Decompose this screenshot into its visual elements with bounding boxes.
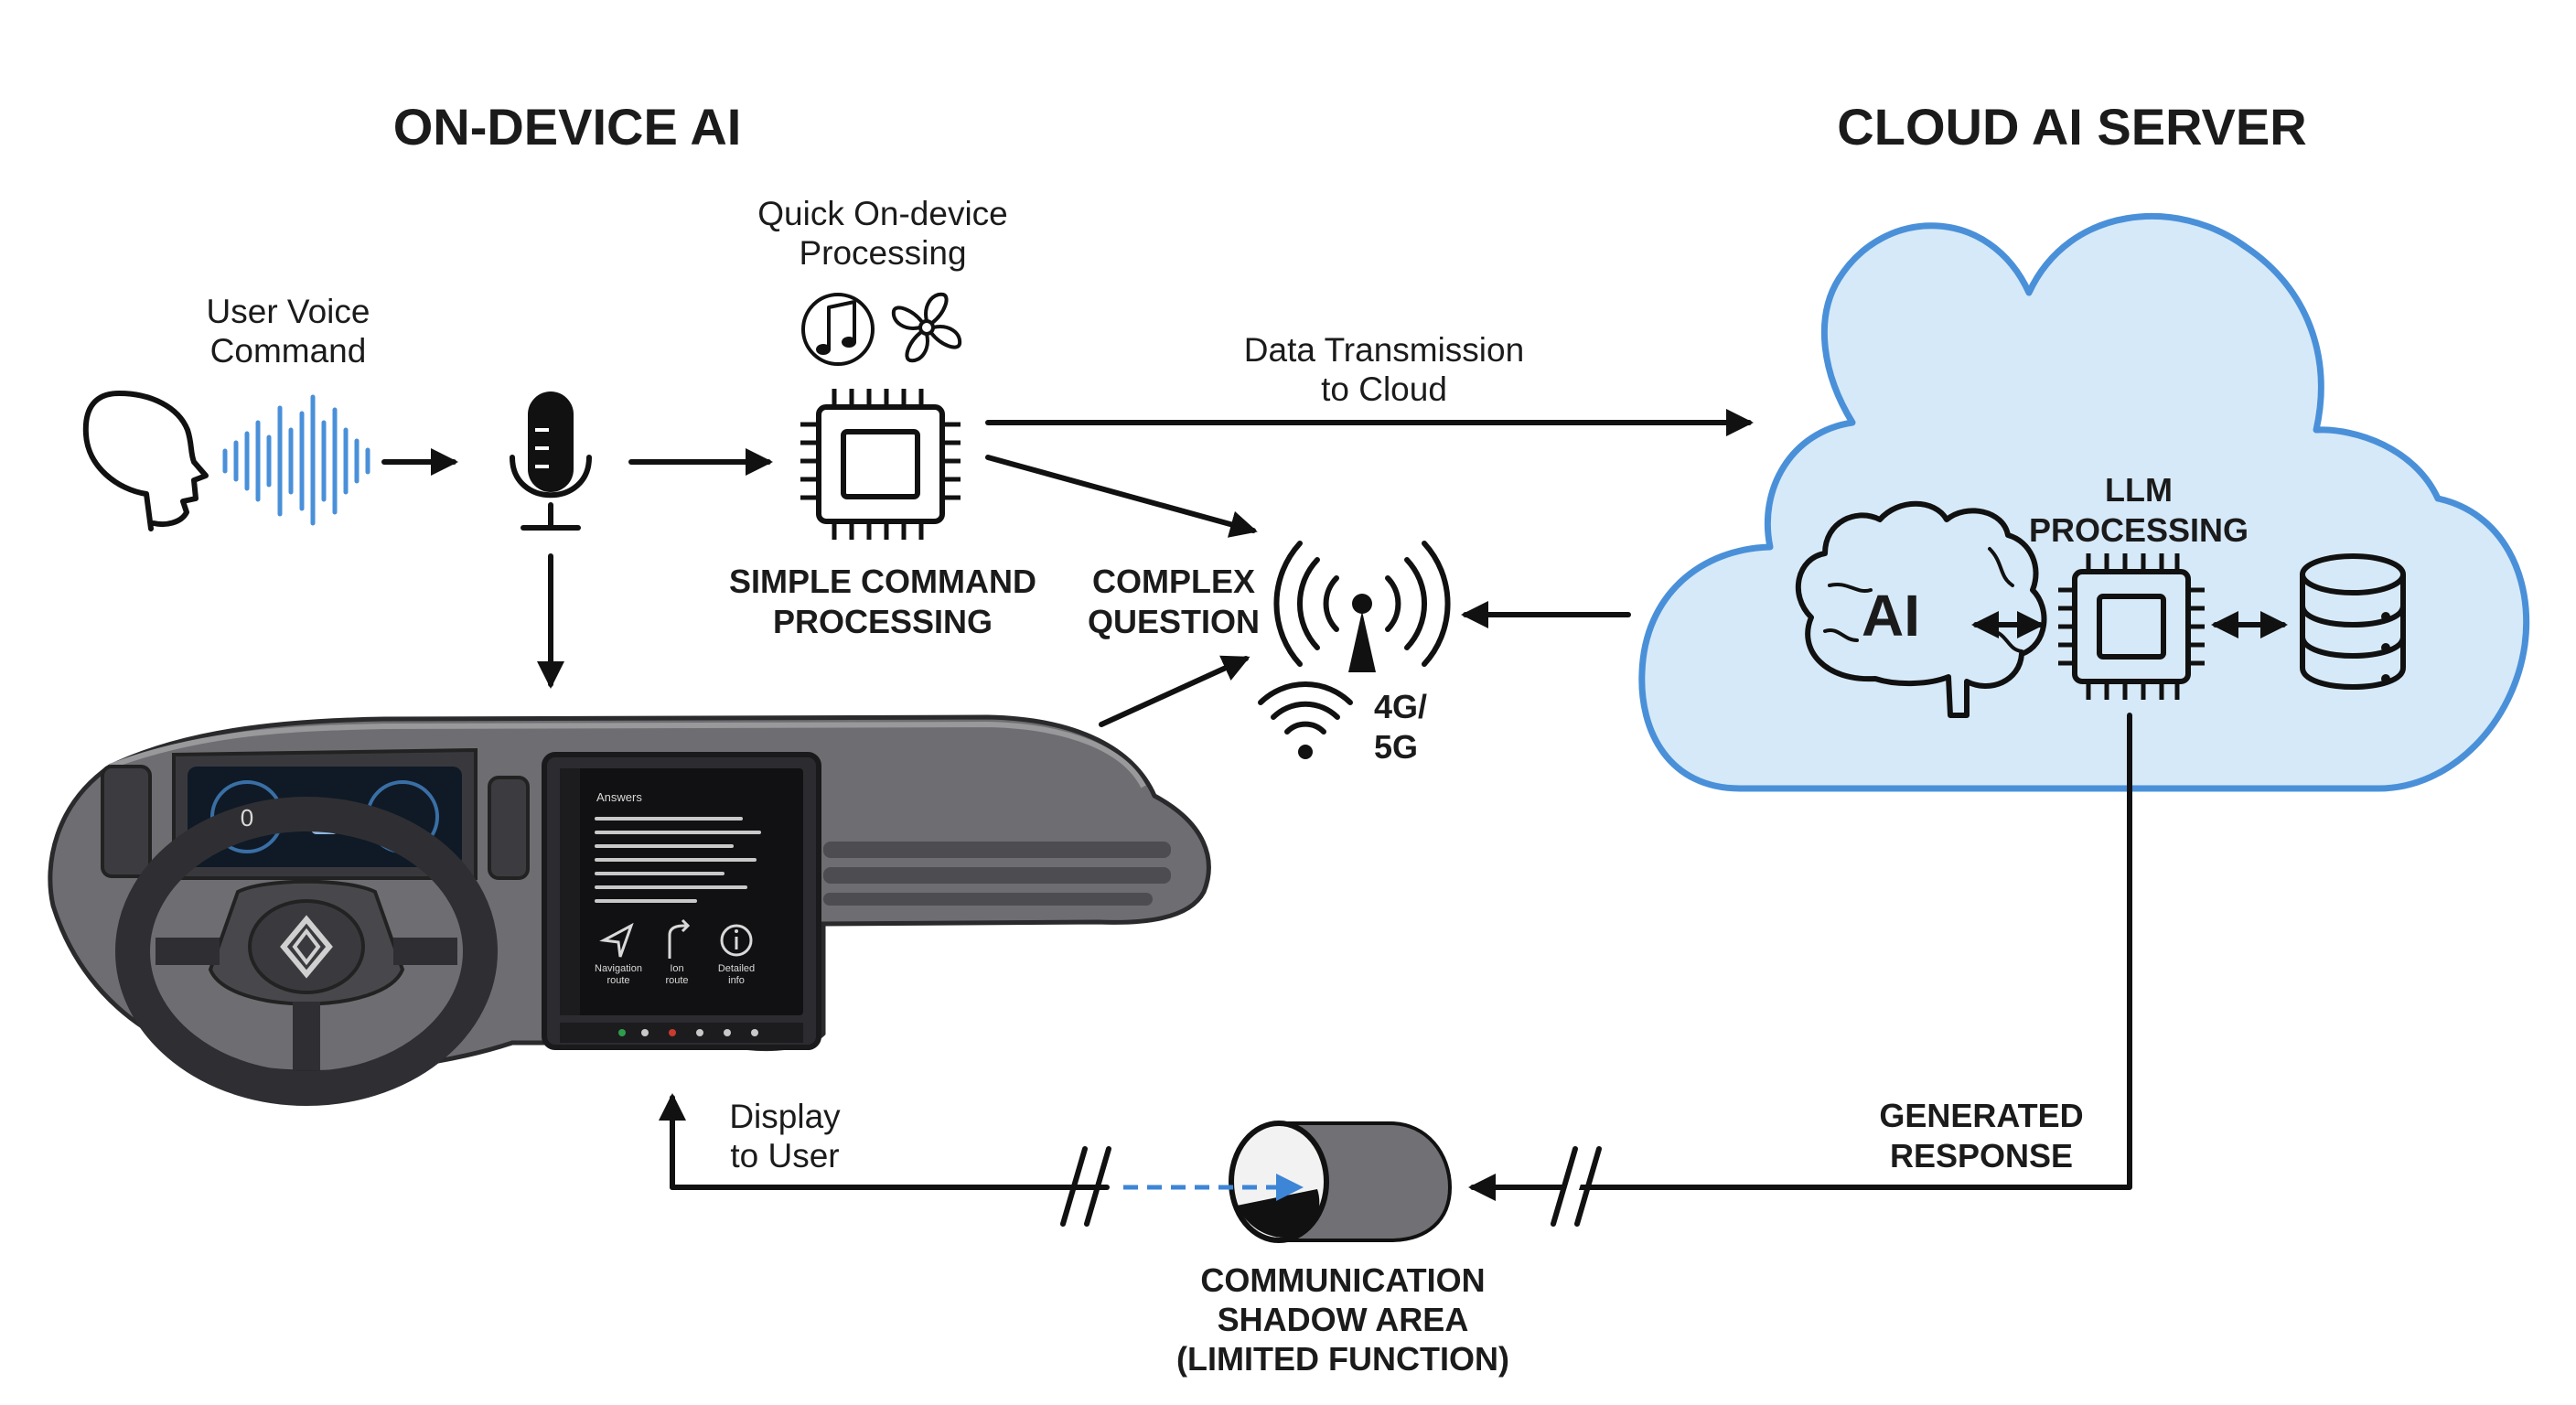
user-head-icon	[82, 391, 209, 531]
navigation-arrow-icon	[599, 922, 634, 958]
network-line1: 4G/	[1374, 688, 1427, 725]
info-icon	[720, 924, 753, 957]
data-transmission-line2: to Cloud	[1321, 370, 1447, 408]
quick-processing-line1: Quick On-device	[757, 195, 1008, 232]
simple-command-line2: PROCESSING	[773, 603, 993, 640]
fan-icon	[891, 292, 962, 363]
brand-logo	[280, 915, 333, 979]
quick-processing-line2: Processing	[799, 234, 966, 272]
user-voice-label: User Voice Command	[207, 293, 370, 370]
llm-chip-icon	[2058, 553, 2205, 700]
response-return-line	[1468, 713, 2132, 1201]
ai-badge: AI	[1862, 583, 1920, 649]
music-note-icon	[801, 293, 875, 366]
screen-info-button[interactable]: Detailed info	[718, 924, 755, 986]
info-button-label-line2: info	[728, 975, 745, 986]
break-mark-right	[1551, 1146, 1602, 1227]
on-device-heading: ON-DEVICE AI	[393, 98, 742, 156]
user-voice-label-line1: User Voice	[207, 293, 370, 330]
llm-line1: LLM	[2105, 471, 2173, 509]
break-mark-left	[1060, 1146, 1111, 1227]
voice-waveform-icon	[222, 394, 370, 526]
turn-route-icon	[668, 918, 691, 959]
dashboard-to-antenna-arrow	[1099, 655, 1250, 727]
on-device-chip-icon	[800, 389, 961, 540]
llm-line2: PROCESSING	[2029, 511, 2249, 549]
chip-to-antenna-arrow	[985, 455, 1258, 538]
user-voice-label-line2: Command	[210, 332, 367, 370]
cluster-speed: 0	[241, 804, 253, 831]
screen-title: Answers	[596, 790, 642, 804]
display-to-user-line2: to User	[730, 1137, 839, 1174]
route-button-label-line1: Ion	[670, 963, 683, 974]
generated-response-line1: GENERATED	[1879, 1097, 2083, 1134]
display-to-user-line1: Display	[729, 1098, 841, 1135]
complex-question-line1: COMPLEX	[1092, 563, 1255, 600]
wifi-icon	[1258, 681, 1353, 759]
shadow-area-line2: SHADOW AREA	[1218, 1301, 1469, 1338]
database-icon	[2300, 553, 2406, 690]
brain-icon	[1795, 500, 2047, 718]
shadow-area-line1: COMMUNICATION	[1200, 1261, 1485, 1299]
screen-answer-text-lines	[595, 817, 761, 903]
screen-bottom-controls	[618, 1029, 758, 1036]
cloud-heading: CLOUD AI SERVER	[1837, 98, 2306, 156]
microphone-icon	[510, 391, 592, 531]
screen-route-button[interactable]: Ion route	[665, 918, 691, 986]
simple-command-line1: SIMPLE COMMAND	[729, 563, 1036, 600]
network-line2: 5G	[1374, 728, 1418, 766]
antenna-icon	[1273, 541, 1451, 672]
route-button-label-line2: route	[665, 975, 688, 986]
cloud-shape	[1638, 213, 2530, 792]
info-button-label-line1: Detailed	[718, 963, 755, 974]
generated-response-line2: RESPONSE	[1890, 1137, 2073, 1174]
data-transmission-line1: Data Transmission	[1244, 331, 1524, 369]
shadow-area-line3: (LIMITED FUNCTION)	[1176, 1340, 1509, 1378]
nav-button-label-line1: Navigation	[595, 963, 642, 974]
nav-button-label-line2: route	[606, 975, 629, 986]
screen-nav-button[interactable]: Navigation route	[595, 922, 642, 986]
complex-question-line2: QUESTION	[1088, 603, 1260, 640]
shadow-tunnel-icon	[1229, 1121, 1453, 1243]
